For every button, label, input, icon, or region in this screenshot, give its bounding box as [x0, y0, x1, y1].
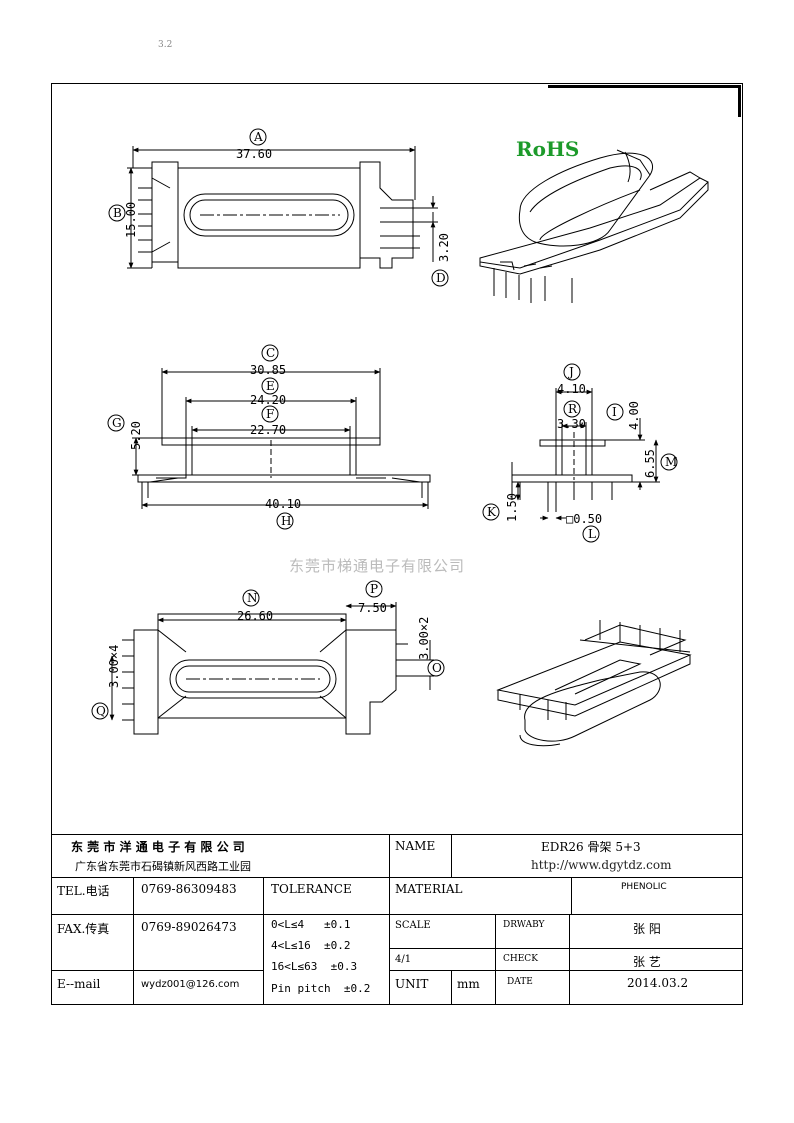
fax-label: FAX.传真	[57, 922, 110, 936]
tolerance-line-4: Pin pitch ±0.2	[271, 982, 371, 995]
bottom-view-labels: N 26.60 P 7.50 O 3.00×2 Q 3.00×4	[91, 580, 445, 720]
dim-value-c: 30.85	[250, 363, 286, 377]
dim-letter-i: I	[612, 405, 617, 419]
dim-value-f: 22.70	[250, 423, 286, 437]
date-label: DATE	[507, 977, 533, 987]
title-block: 东 莞 市 洋 通 电 子 有 限 公 司 广东省东莞市石碣镇新风西路工业园 N…	[51, 834, 743, 1005]
tel-value: 0769-86309483	[141, 882, 237, 896]
dim-letter-m: M	[665, 455, 677, 469]
side-view-labels: J 4.10 R 3.30 I 4.00 M 6.55 K 1.50 □0.50…	[482, 363, 678, 543]
email-value[interactable]: wydz001@126.com	[141, 979, 240, 990]
bottom-view	[109, 602, 434, 735]
dim-value-j: 4.10	[557, 382, 586, 396]
front-view-labels: C 30.85 E 24.20 F 22.70 G 5.20 40.10 H	[107, 344, 301, 530]
front-view	[132, 368, 431, 509]
tolerance-line-2: 4<L≤16 ±0.2	[271, 939, 351, 952]
dim-letter-r: R	[568, 402, 578, 416]
dim-letter-n: N	[247, 591, 258, 605]
dim-value-e: 24.20	[250, 393, 286, 407]
drwaby-value: 张 阳	[633, 922, 661, 936]
drwaby-label: DRWABY	[503, 920, 545, 930]
fax-value: 0769-89026473	[141, 920, 237, 934]
dim-value-h: 40.10	[265, 497, 301, 511]
part-name: EDR26 骨架 5+3	[541, 840, 641, 854]
email-label: E--mail	[57, 977, 101, 991]
watermark-text: 东莞市梯通电子有限公司	[289, 557, 466, 575]
unit-value: mm	[457, 977, 480, 991]
dim-value-i: 4.00	[627, 401, 641, 430]
dim-letter-e: E	[266, 379, 275, 393]
dim-value-d: 3.20	[437, 233, 451, 262]
check-label: CHECK	[503, 954, 538, 964]
company-address: 广东省东莞市石碣镇新风西路工业园	[75, 860, 251, 873]
website-link[interactable]: http://www.dgytdz.com	[531, 858, 672, 872]
top-view	[127, 146, 438, 269]
dim-letter-g: G	[112, 416, 122, 430]
top-view-labels: A 37.60 B 15.00 D 3.20	[108, 128, 451, 287]
scale-label: SCALE	[395, 920, 431, 931]
tolerance-line-1: 0<L≤4 ±0.1	[271, 918, 351, 931]
tolerance-label: TOLERANCE	[271, 882, 352, 896]
dim-value-p: 7.50	[358, 601, 387, 615]
frame-top-bar-edge	[738, 85, 741, 117]
dim-letter-l: L	[588, 527, 596, 541]
header-mark: 3.2	[158, 40, 173, 50]
dim-value-n: 26.60	[237, 609, 273, 623]
check-value: 张 艺	[633, 955, 661, 969]
iso-view-top: RoHS	[479, 137, 709, 303]
dim-value-l: □0.50	[566, 512, 602, 526]
dim-letter-k: K	[487, 505, 497, 519]
tolerance-line-3: 16<L≤63 ±0.3	[271, 960, 358, 973]
rohs-label: RoHS	[516, 137, 579, 161]
dim-letter-p: P	[370, 582, 378, 596]
dim-value-m: 6.55	[643, 449, 657, 478]
frame-top-bar	[548, 85, 740, 88]
dim-letter-o: O	[432, 661, 442, 675]
unit-label: UNIT	[395, 977, 429, 991]
dim-letter-d: D	[436, 271, 446, 285]
dim-letter-q: Q	[96, 704, 106, 718]
company-name: 东 莞 市 洋 通 电 子 有 限 公 司	[71, 840, 245, 854]
dim-letter-f: F	[266, 407, 274, 421]
tel-label: TEL.电话	[57, 884, 110, 898]
dim-value-k: 1.50	[505, 493, 519, 522]
drawing-frame	[51, 83, 743, 1005]
side-view	[511, 388, 660, 521]
dim-value-r: 3.30	[557, 417, 586, 431]
dim-value-g: 5.20	[129, 421, 143, 450]
date-value: 2014.03.2	[627, 976, 689, 990]
material-label: MATERIAL	[395, 882, 463, 896]
material-value: PHENOLIC	[621, 882, 667, 892]
dim-value-b: 15.00	[124, 202, 138, 238]
dim-letter-j: J	[567, 365, 574, 379]
dim-letter-a: A	[253, 130, 263, 144]
name-label: NAME	[395, 839, 436, 853]
dim-value-o: 3.00×2	[417, 617, 431, 660]
dim-letter-h: H	[281, 514, 291, 528]
dim-value-a: 37.60	[236, 147, 272, 161]
dim-letter-b: B	[113, 206, 122, 220]
iso-view-bottom	[496, 620, 692, 747]
dim-letter-c: C	[266, 346, 275, 360]
dim-value-q: 3.00×4	[107, 645, 121, 688]
scale-value: 4/1	[395, 954, 412, 965]
